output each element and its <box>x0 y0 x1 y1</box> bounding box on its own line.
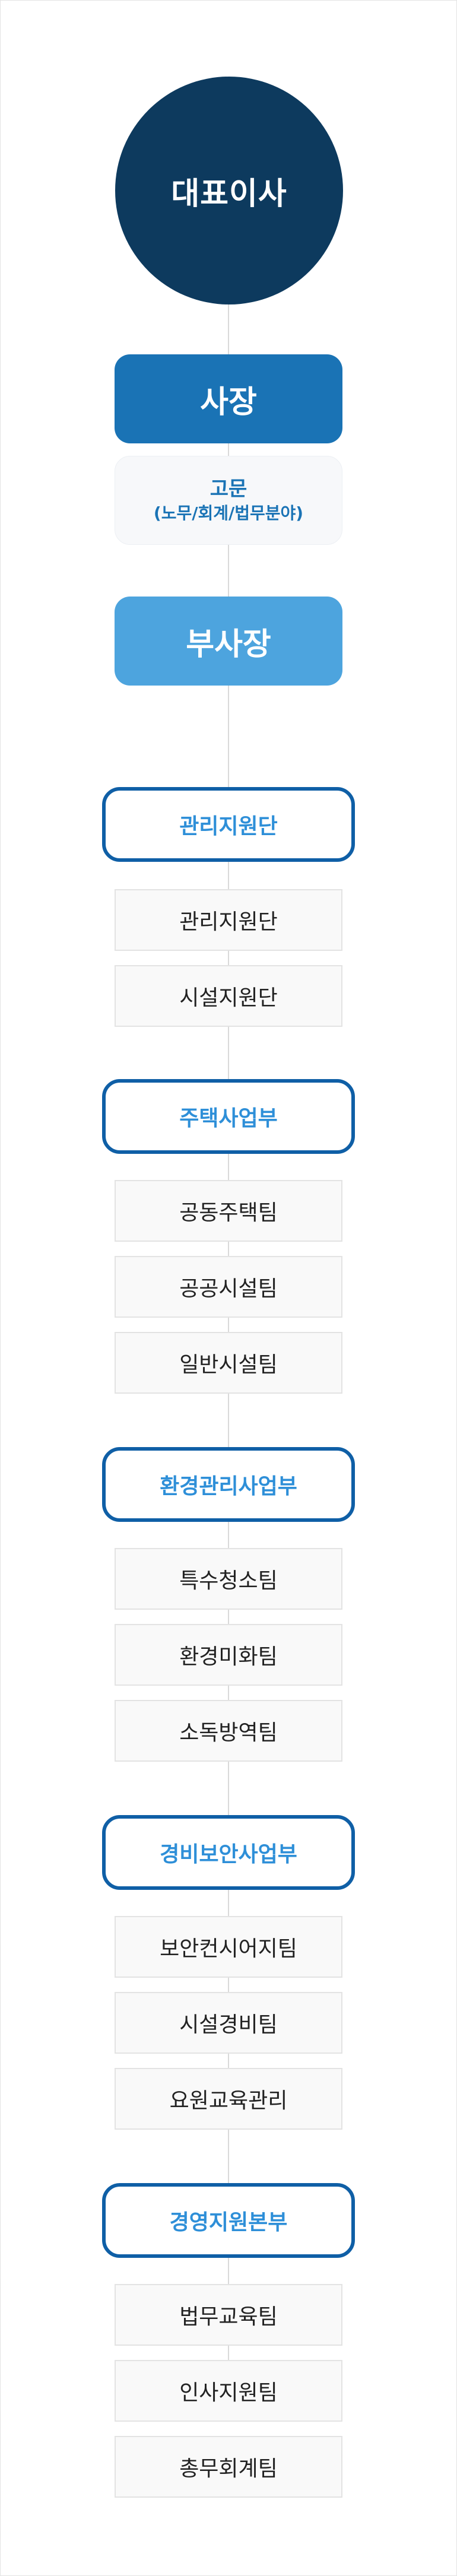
team-node: 시설경비팀 <box>115 1992 342 2054</box>
division-business-support: 경영지원본부 <box>102 2183 355 2258</box>
team-node: 시설지원단 <box>115 965 342 1027</box>
team-node: 소독방역팀 <box>115 1700 342 1762</box>
division-housing: 주택사업부 <box>102 1079 355 1154</box>
division-security: 경비보안사업부 <box>102 1815 355 1890</box>
division-management-support: 관리지원단 <box>102 787 355 862</box>
ceo-node: 대표이사 <box>115 77 343 304</box>
team-node: 공동주택팀 <box>115 1180 342 1242</box>
advisor-subtitle: (노무/회계/법무분야) <box>153 503 304 523</box>
team-node: 인사지원팀 <box>115 2360 342 2422</box>
division-environment: 환경관리사업부 <box>102 1447 355 1522</box>
team-node: 공공시설팀 <box>115 1256 342 1318</box>
team-node: 일반시설팀 <box>115 1332 342 1394</box>
advisor-node: 고문 (노무/회계/법무분야) <box>115 456 342 545</box>
team-node: 요원교육관리 <box>115 2068 342 2130</box>
connector-line <box>228 249 229 2398</box>
team-node: 보안컨시어지팀 <box>115 1916 342 1978</box>
team-node: 특수청소팀 <box>115 1548 342 1610</box>
team-node: 총무회계팀 <box>115 2436 342 2498</box>
president-node: 사장 <box>115 354 342 443</box>
vice-president-node: 부사장 <box>115 597 342 686</box>
team-node: 환경미화팀 <box>115 1624 342 1686</box>
team-node: 법무교육팀 <box>115 2284 342 2346</box>
team-node: 관리지원단 <box>115 889 342 951</box>
advisor-title: 고문 <box>210 477 247 501</box>
